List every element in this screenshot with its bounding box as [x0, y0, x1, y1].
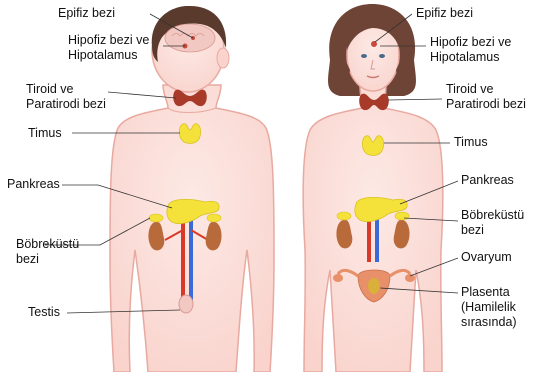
label-pankreas-male: Pankreas — [7, 177, 60, 192]
label-timus-male: Timus — [28, 126, 62, 141]
leader-tiroid-f — [388, 99, 442, 100]
label-bobrekustu-male-line1: Böbreküstü — [16, 237, 79, 252]
female-adrenal-right — [395, 212, 409, 220]
female-ovary-left — [333, 274, 343, 282]
female-eye-right — [379, 54, 385, 58]
label-tiroid-male: Tiroid ve Paratirodi bezi — [26, 82, 106, 112]
label-ovaryum-female: Ovaryum — [461, 250, 512, 265]
label-bobrekustu-male: Böbreküstü bezi — [16, 237, 79, 267]
male-testis — [179, 295, 193, 313]
label-hipofiz-female-line1: Hipofiz bezi ve — [430, 35, 511, 50]
label-tiroid-female: Tiroid ve Paratirodi bezi — [446, 82, 526, 112]
label-plasenta-female-line3: sırasında) — [461, 315, 517, 330]
label-tiroid-female-line2: Paratirodi bezi — [446, 97, 526, 112]
label-hipofiz-male-line2: Hipotalamus — [68, 48, 149, 63]
male-ear — [217, 48, 229, 68]
label-tiroid-male-line2: Paratirodi bezi — [26, 97, 106, 112]
label-timus-female: Timus — [454, 135, 488, 150]
label-plasenta-female: Plasenta (Hamilelik sırasında) — [461, 285, 517, 330]
female-ovary-right — [405, 274, 415, 282]
label-bobrekustu-male-line2: bezi — [16, 252, 79, 267]
label-hipofiz-female-line2: Hipotalamus — [430, 50, 511, 65]
female-placenta — [368, 278, 380, 294]
label-plasenta-female-line1: Plasenta — [461, 285, 517, 300]
female-body — [303, 85, 443, 372]
male-adrenal-right — [207, 214, 221, 222]
label-epifiz-male: Epifiz bezi — [58, 6, 115, 21]
male-adrenal-left — [149, 214, 163, 222]
label-hipofiz-male: Hipofiz bezi ve Hipotalamus — [68, 33, 149, 63]
female-adrenal-left — [337, 212, 351, 220]
label-bobrekustu-female-line2: bezi — [461, 223, 524, 238]
female-pituitary — [371, 41, 377, 47]
female-eye-left — [361, 54, 367, 58]
female-figure — [303, 4, 443, 372]
male-brain — [165, 24, 215, 52]
label-tiroid-female-line1: Tiroid ve — [446, 82, 526, 97]
label-hipofiz-male-line1: Hipofiz bezi ve — [68, 33, 149, 48]
label-plasenta-female-line2: (Hamilelik — [461, 300, 517, 315]
label-bobrekustu-female: Böbreküstü bezi — [461, 208, 524, 238]
label-pankreas-female: Pankreas — [461, 173, 514, 188]
label-bobrekustu-female-line1: Böbreküstü — [461, 208, 524, 223]
label-epifiz-female: Epifiz bezi — [416, 6, 473, 21]
label-hipofiz-female: Hipofiz bezi ve Hipotalamus — [430, 35, 511, 65]
label-tiroid-male-line1: Tiroid ve — [26, 82, 106, 97]
label-testis-male: Testis — [28, 305, 60, 320]
